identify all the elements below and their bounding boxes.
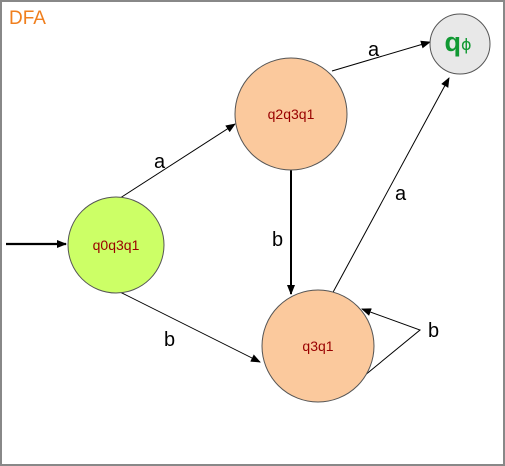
edge-q0-to-q2-a [116,123,236,201]
state-label-qphi: qϕ [444,27,471,57]
edge-label-q2-to-q3: b [272,229,283,251]
state-label-q3q1: q3q1 [302,338,333,354]
state-circle-qphi [429,13,491,75]
state-q0q3q1: q0q3q1 [67,196,165,294]
edge-label-q0-to-q3: b [164,329,175,351]
state-circle-q0q3q1 [67,196,165,294]
state-q2q3q1: q2q3q1 [234,57,348,171]
diagram-title: DFA [9,8,46,29]
state-circle-q2q3q1 [234,57,348,171]
edge-q3-self-loop-b [361,308,421,377]
edge-label-q2-to-qphi: a [368,39,380,61]
state-circle-q3q1 [261,289,375,403]
state-label-qphi-sub: ϕ [461,35,472,54]
state-label-qphi-main: q [444,27,461,57]
edge-label-q0-to-q2: a [154,151,166,173]
state-qphi: qϕ [429,13,491,75]
edge-label-q3-to-qphi: a [395,183,407,205]
edge-q2-to-qphi-a [331,40,431,72]
edge-q0-to-q3-b [115,289,261,363]
edge-label-q3-self-loop: b [428,320,439,342]
edge-q3-to-qphi-a [330,77,450,297]
state-q3q1: q3q1 [261,289,375,403]
state-label-q2q3q1: q2q3q1 [268,106,315,122]
state-label-q0q3q1: q0q3q1 [93,237,140,253]
